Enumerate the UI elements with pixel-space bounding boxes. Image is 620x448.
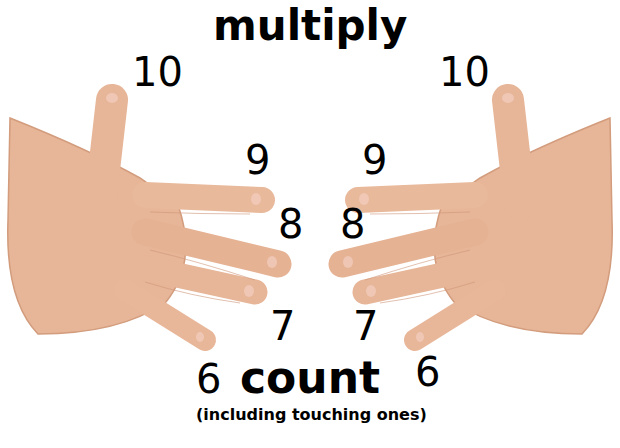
finger-number: 7 [353, 306, 378, 346]
caption-text: (including touching ones) [196, 407, 427, 423]
finger-number: 8 [278, 204, 303, 244]
finger-number: 9 [362, 140, 387, 180]
finger-number: 6 [415, 352, 440, 392]
finger-number: 10 [439, 52, 490, 92]
finger-number: 7 [270, 306, 295, 346]
finger-number: 8 [340, 204, 365, 244]
left-hand [8, 93, 278, 342]
count-word: count [240, 356, 380, 400]
finger-number: 9 [245, 140, 270, 180]
finger-number: 6 [196, 359, 221, 399]
right-hand [342, 93, 612, 342]
finger-number: 10 [132, 52, 183, 92]
heading-text: multiply [213, 5, 407, 47]
